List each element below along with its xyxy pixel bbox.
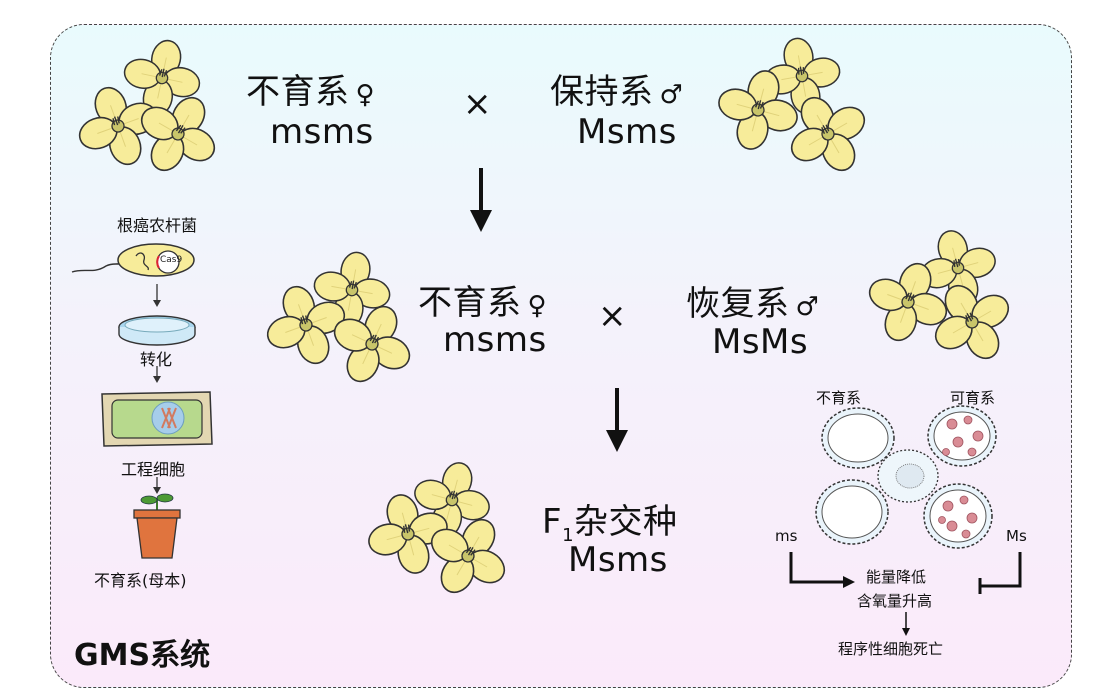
hybrid-genotype: Msms <box>568 540 668 580</box>
cross2-female-genotype: msms <box>443 320 547 360</box>
cas9-label: Cas9 <box>160 255 183 265</box>
Ms-inhibits-arrow <box>978 552 1022 594</box>
flower-cluster-top-right <box>708 31 884 190</box>
cross2-male-label: 恢复系♂ <box>686 284 820 324</box>
sterile-mother-label: 不育系(母本) <box>94 571 187 590</box>
female-symbol: ♀ <box>355 80 376 110</box>
flower-cluster-bottom <box>358 452 524 612</box>
gms-diagram-panel <box>50 24 1072 688</box>
plant-cell-icon <box>101 391 213 447</box>
anther-cross-section <box>815 405 997 549</box>
male-symbol: ♂ <box>659 80 684 110</box>
cross2-male-genotype: MsMs <box>712 322 809 362</box>
hybrid-label: F1杂交种 <box>542 502 678 546</box>
flower-cluster-middle-right <box>855 220 1028 378</box>
flower-cluster-middle-left <box>253 245 426 398</box>
anther-fertile-label: 可育系 <box>950 389 996 407</box>
cross1-times: × <box>463 84 492 124</box>
agrobacterium-icon <box>71 243 195 277</box>
pollen-grains <box>938 415 984 539</box>
cross1-male-genotype: Msms <box>577 112 677 152</box>
arrow-to-death <box>902 612 910 636</box>
agrobacterium-label: 根癌农杆菌 <box>117 216 198 235</box>
cross1-male-label: 保持系♂ <box>550 72 684 112</box>
engineered-cell-label: 工程细胞 <box>121 460 186 479</box>
Ms-label: Ms <box>1006 527 1027 545</box>
arrow-down-1 <box>470 168 492 232</box>
cross1-female-genotype: msms <box>270 112 374 152</box>
flower-cluster-top-left <box>65 32 234 190</box>
petri-dish-icon <box>118 315 196 346</box>
anther-sterile-label: 不育系 <box>816 389 862 407</box>
oxygen-increase-label: 含氧量升高 <box>857 592 933 610</box>
female-symbol: ♀ <box>527 291 548 321</box>
arrow-down-2 <box>606 388 628 452</box>
ms-label: ms <box>775 527 798 545</box>
cross2-female-label: 不育系♀ <box>418 283 548 323</box>
energy-decrease-label: 能量降低 <box>866 568 927 586</box>
cross2-times: × <box>598 296 627 336</box>
transform-label: 转化 <box>140 350 173 369</box>
cross1-female-label: 不育系♀ <box>246 72 376 112</box>
programmed-cell-death-label: 程序性细胞死亡 <box>838 640 944 658</box>
male-symbol: ♂ <box>795 292 820 322</box>
ms-promotes-arrow <box>789 552 855 588</box>
seedling-pot-icon <box>133 493 181 559</box>
gms-system-label: GMS系统 <box>74 638 211 673</box>
